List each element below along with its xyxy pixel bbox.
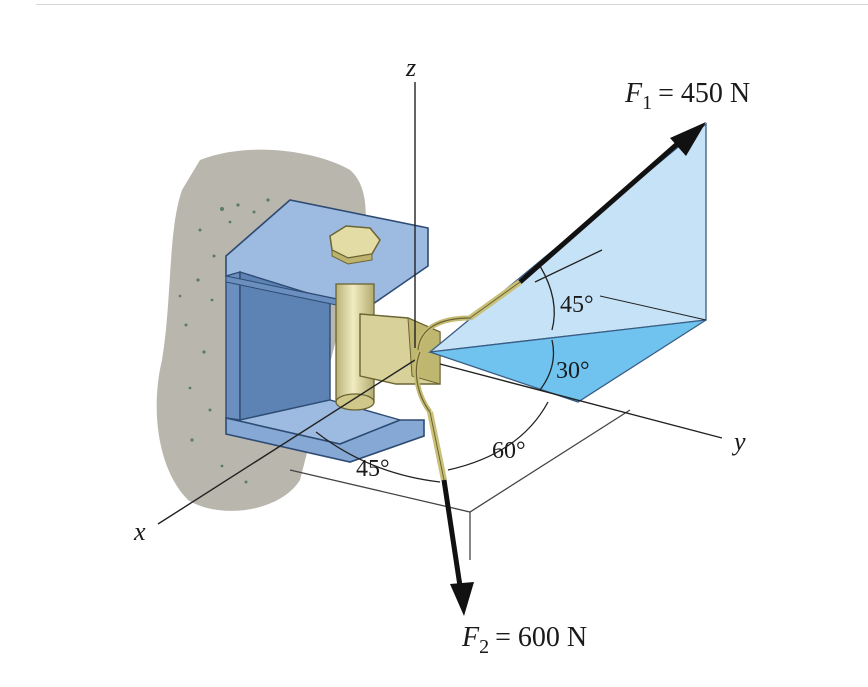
force-f2-arrow [441,479,474,616]
top-divider [36,4,868,5]
wall-speckles [178,198,270,484]
force-f1-arrow [518,122,706,284]
z-axis-label: z [405,53,416,82]
angle-label-30: 30° [556,358,590,384]
f1-projection-plane [429,319,707,403]
x-axis-label: x [133,517,146,546]
arc-45-f1 [539,265,555,331]
cable-f1 [415,279,522,351]
angle-label-f1-45: 45° [560,292,594,318]
force-f1-label: F1= 450 N [624,78,750,114]
arc-45-f2-x [315,431,441,483]
angle-label-f2-45: 45° [356,456,390,482]
x-axis [157,359,416,525]
leader-45-f1 [599,295,707,321]
y-axis [439,363,723,439]
arc-60-f2 [447,401,549,471]
force-f2-label: F2= 600 N [461,622,587,658]
arc-30-projection [539,339,555,391]
bracket [225,199,429,463]
y-axis-label: y [731,427,746,456]
cable-f2 [413,351,447,481]
angle-label-60: 60° [492,438,526,464]
